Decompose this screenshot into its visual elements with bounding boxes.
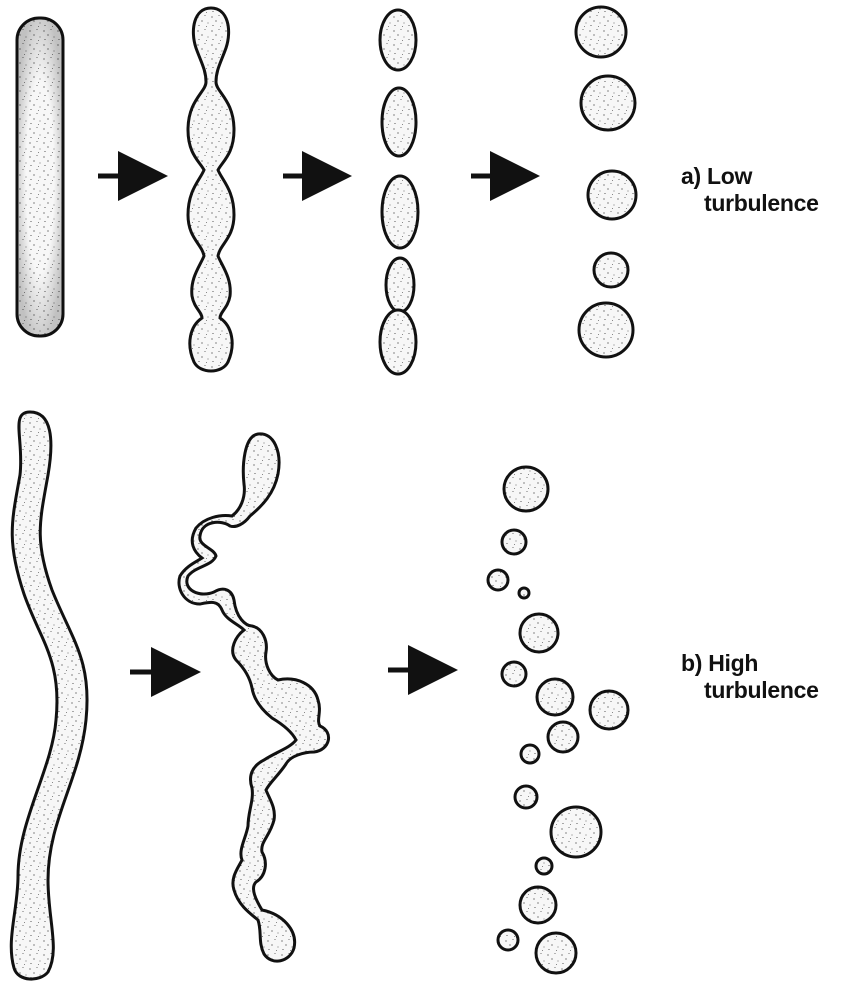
jet-column-necking <box>188 8 234 371</box>
low-turbulence-row <box>17 7 636 374</box>
spherical-drops-high <box>488 467 628 973</box>
jet-column-straight <box>17 18 63 336</box>
label-low-line2: turbulence <box>681 190 819 217</box>
label-low-line1: a) Low <box>681 163 819 190</box>
label-high-turbulence: b) High turbulence <box>681 650 819 704</box>
label-high-line2: turbulence <box>681 677 819 704</box>
spherical-drops-low <box>576 7 636 357</box>
label-high-line1: b) High <box>681 650 819 677</box>
jet-column-wavy <box>11 412 87 979</box>
jet-column-twisted <box>179 434 329 961</box>
label-low-turbulence: a) Low turbulence <box>681 163 819 217</box>
elongated-drops <box>380 10 418 374</box>
high-turbulence-row <box>11 412 628 979</box>
